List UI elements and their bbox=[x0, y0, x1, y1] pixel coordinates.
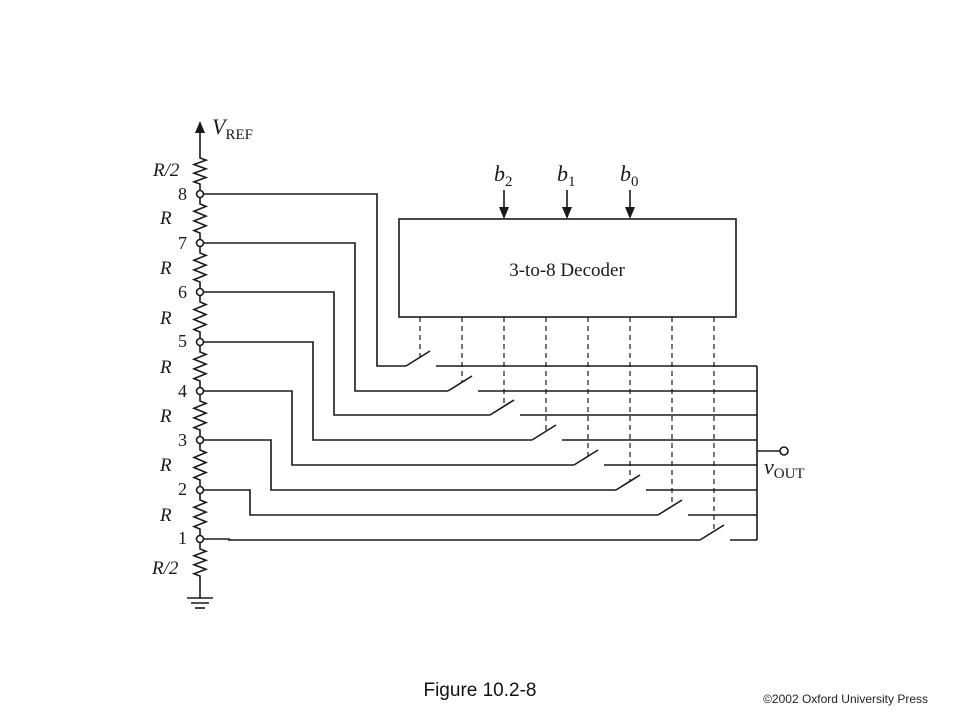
resistor bbox=[191, 198, 209, 239]
switch-blade bbox=[657, 499, 683, 516]
tap-wire bbox=[204, 291, 490, 416]
analog-switches bbox=[405, 350, 757, 541]
resistor bbox=[191, 494, 209, 535]
tap-wire bbox=[204, 242, 448, 392]
resistor-label: R bbox=[159, 505, 172, 526]
switch-blade bbox=[489, 399, 515, 416]
tap-wire bbox=[204, 538, 700, 541]
resistor-label: R bbox=[159, 357, 172, 378]
ladder-node bbox=[195, 287, 205, 297]
decoder-inputs: b2 b1 b0 bbox=[494, 161, 639, 219]
resistor-label: R bbox=[159, 258, 172, 279]
resistor bbox=[191, 543, 209, 582]
figure-caption: Figure 10.2-8 bbox=[423, 680, 537, 701]
svg-text:VREF: VREF bbox=[212, 114, 253, 143]
node-label: 4 bbox=[178, 381, 187, 401]
input-b0: b0 bbox=[620, 161, 639, 219]
switch-blade bbox=[573, 449, 599, 466]
resistor-label: R bbox=[159, 208, 172, 229]
vref-terminal: VREF bbox=[195, 114, 253, 152]
ladder-node bbox=[195, 386, 205, 396]
tap-wire bbox=[204, 489, 658, 516]
node-label: 1 bbox=[178, 528, 187, 548]
tap-wire bbox=[204, 439, 616, 491]
ground-icon bbox=[187, 582, 213, 609]
input-b2: b2 bbox=[494, 161, 513, 219]
ladder-node bbox=[195, 534, 205, 544]
node-labels: 8 7 6 5 4 3 2 1 bbox=[178, 184, 187, 548]
node-label: 3 bbox=[178, 430, 187, 450]
resistor bbox=[191, 296, 209, 338]
resistor-label: R bbox=[159, 455, 172, 476]
vref-label: V bbox=[212, 114, 228, 139]
tap-wire bbox=[204, 193, 406, 367]
input-b1: b1 bbox=[557, 161, 576, 219]
ladder-node bbox=[195, 435, 205, 445]
node-label: 2 bbox=[178, 479, 187, 499]
tap-wire bbox=[204, 390, 574, 466]
resistor bbox=[191, 395, 209, 436]
svg-text:b0: b0 bbox=[620, 161, 639, 190]
vref-subscript: REF bbox=[225, 127, 253, 143]
node-label: 6 bbox=[178, 282, 187, 302]
decoder-control-lines bbox=[419, 317, 715, 532]
decoder-label: 3-to-8 Decoder bbox=[509, 260, 625, 281]
tap-wire bbox=[204, 341, 532, 441]
node-label: 7 bbox=[178, 233, 187, 253]
resistor-ladder bbox=[191, 152, 209, 582]
output-bus bbox=[756, 366, 789, 540]
resistor-label: R/2 bbox=[152, 160, 180, 181]
resistor bbox=[191, 346, 209, 387]
resistor-label: R bbox=[159, 308, 172, 329]
ladder-node bbox=[195, 189, 205, 199]
ladder-node bbox=[195, 485, 205, 495]
resistor bbox=[191, 152, 209, 190]
node-label: 5 bbox=[178, 331, 187, 351]
decoder-block: 3-to-8 Decoder bbox=[398, 218, 737, 318]
copyright-notice: ©2002 Oxford University Press bbox=[763, 692, 928, 706]
switch-blade bbox=[615, 474, 641, 491]
switch-blade bbox=[531, 424, 557, 441]
ladder-node bbox=[195, 337, 205, 347]
svg-text:b1: b1 bbox=[557, 161, 576, 190]
resistor-labels: R/2 R R R R R R R R/2 bbox=[151, 160, 180, 579]
switch-blade bbox=[447, 375, 473, 392]
switch-blade bbox=[405, 350, 431, 367]
resistor-label: R/2 bbox=[151, 558, 179, 579]
resistor-label: R bbox=[159, 406, 172, 427]
tap-wires bbox=[204, 193, 700, 541]
resistor bbox=[191, 444, 209, 486]
node-label: 8 bbox=[178, 184, 187, 204]
switch-blade bbox=[699, 524, 725, 541]
vout-label: vOUT bbox=[764, 454, 805, 482]
ladder-node bbox=[195, 238, 205, 248]
svg-text:b2: b2 bbox=[494, 161, 513, 190]
resistor bbox=[191, 247, 209, 288]
